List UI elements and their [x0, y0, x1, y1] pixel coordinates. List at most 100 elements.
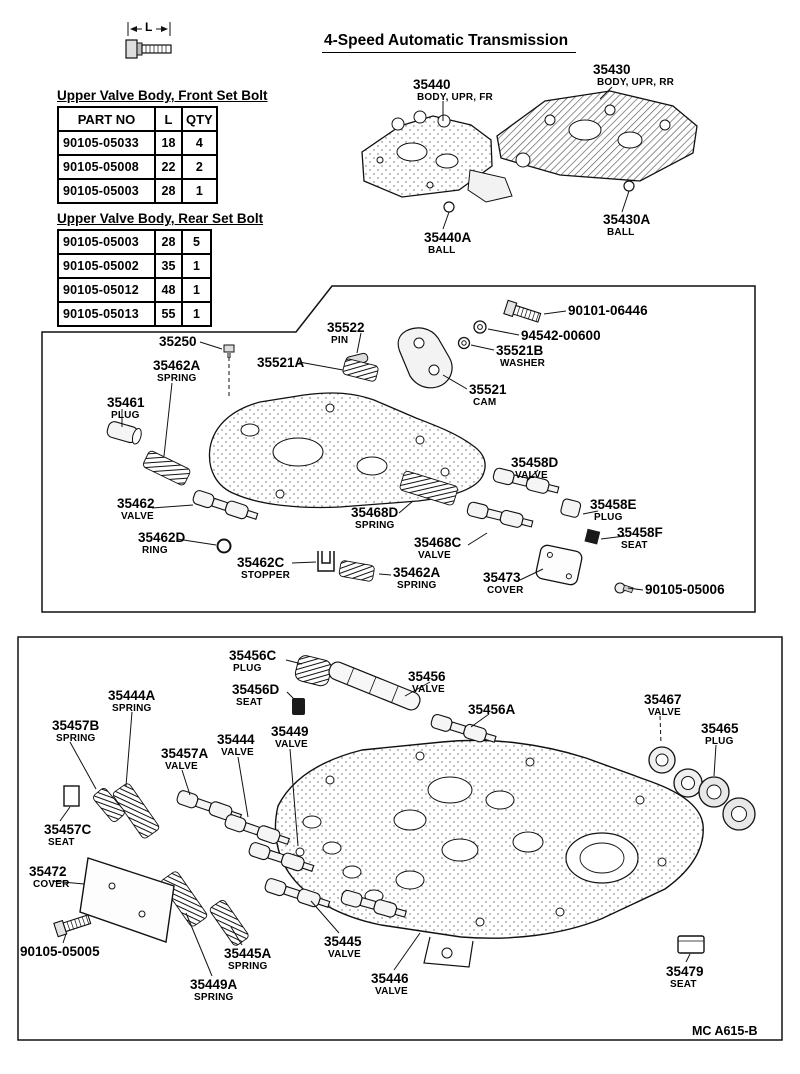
part-number: 35456C — [229, 648, 277, 663]
part-description: VALVE — [515, 469, 548, 481]
part-number: 35521B — [496, 343, 544, 358]
part-description: VALVE — [121, 510, 154, 522]
qty-cell: 5 — [181, 229, 212, 255]
upper-body-rr-illustration — [496, 90, 698, 192]
part-description: PLUG — [111, 409, 140, 421]
part-description: SPRING — [56, 732, 96, 744]
part-description: SEAT — [48, 836, 75, 848]
sleeve-35521a-part — [341, 357, 380, 383]
part-description: COVER — [487, 584, 524, 596]
part-number: 35444 — [217, 732, 255, 747]
length-cell: 22 — [154, 154, 183, 180]
part-number: 35457B — [52, 718, 100, 733]
part-description: SEAT — [621, 539, 648, 551]
part-number: 94542-00600 — [521, 328, 601, 343]
part-description: SPRING — [397, 579, 437, 591]
part-number: 35445A — [224, 946, 272, 961]
part-description: BODY, UPR, FR — [417, 91, 493, 103]
qty-cell: 2 — [181, 154, 218, 180]
leader-lines — [51, 86, 717, 977]
length-cell: 18 — [154, 130, 183, 156]
part-description: PLUG — [594, 511, 623, 523]
part-number: 35458F — [617, 525, 663, 540]
part-number: 35440 — [413, 77, 451, 92]
table-header-row: PART NO L QTY — [57, 106, 218, 132]
part-description: SPRING — [112, 702, 152, 714]
bolt-90101-06446-part — [503, 299, 543, 326]
part-number: 35473 — [483, 570, 521, 585]
seat-35456d-part — [292, 698, 305, 715]
part-number: 35468D — [351, 505, 399, 520]
part-no-cell: 90105-05002 — [57, 253, 156, 279]
part-number: 35430 — [593, 62, 631, 77]
qty-cell: 1 — [181, 277, 212, 303]
part-description: PLUG — [233, 662, 262, 674]
plug-35456c-part — [294, 655, 332, 687]
diagram-code: MC A615-B — [692, 1024, 758, 1038]
part-number: 35468C — [414, 535, 462, 550]
part-number: 35472 — [29, 864, 67, 879]
part-description: SPRING — [194, 991, 234, 1003]
part-label-94542-00600: 94542-00600 — [521, 328, 601, 344]
part-label-35456a: 35456A — [468, 702, 515, 718]
plug-35465-part — [698, 776, 756, 831]
part-number: 35458D — [511, 455, 559, 470]
part-label-90105-05005: 90105-05005 — [20, 944, 100, 960]
middle-section-box — [41, 285, 756, 613]
part-number: 35465 — [701, 721, 739, 736]
part-description: RING — [142, 544, 168, 556]
part-number: 35457C — [44, 822, 92, 837]
part-description: CAM — [473, 396, 497, 408]
part-description: VALVE — [328, 948, 361, 960]
plug-35461-part — [106, 421, 142, 445]
part-number: 35521 — [469, 382, 507, 397]
part-description: VALVE — [375, 985, 408, 997]
part-number: 35449 — [271, 724, 309, 739]
plug-35467-part — [648, 746, 703, 798]
length-cell: 28 — [154, 178, 183, 204]
part-number: 35521A — [257, 355, 305, 370]
valve-35468c-part — [465, 500, 535, 532]
valve-35456-part — [328, 661, 421, 711]
part-number: 35456D — [232, 682, 280, 697]
part-number: 35430A — [603, 212, 651, 227]
part-number: 35456 — [408, 669, 446, 684]
part-number: 35462A — [393, 565, 441, 580]
cover-35473-part — [535, 544, 583, 586]
part-description: VALVE — [418, 549, 451, 561]
part-description: COVER — [33, 878, 70, 890]
part-description: SPRING — [157, 372, 197, 384]
part-description: PLUG — [705, 735, 734, 747]
part-number: 35440A — [424, 230, 472, 245]
length-cell: 48 — [154, 277, 183, 303]
part-number: 35461 — [107, 395, 145, 410]
stopper-35462c-part — [317, 551, 335, 572]
page-title: 4-Speed Automatic Transmission — [322, 32, 577, 53]
length-cell: 35 — [154, 253, 183, 279]
part-description: PIN — [331, 334, 349, 346]
washer-35521b-part — [457, 336, 471, 350]
